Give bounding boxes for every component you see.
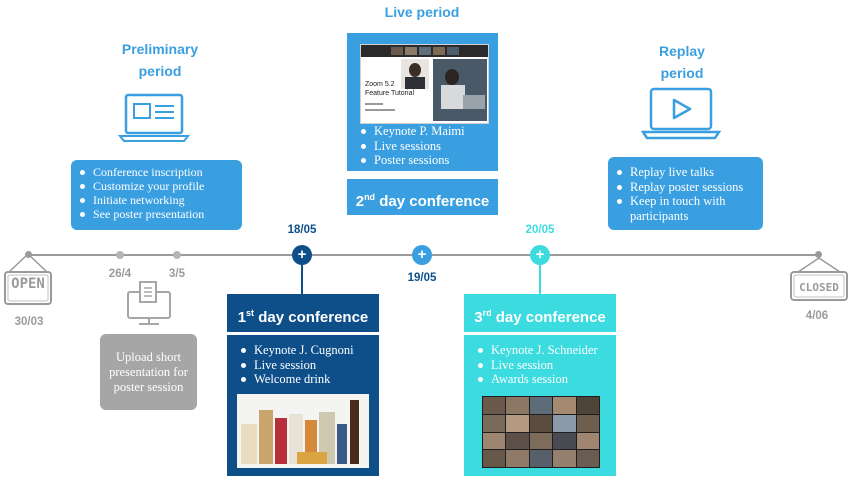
list-item: Live session [469, 358, 614, 373]
day1-rest: day conference [254, 309, 369, 326]
zoom-title-line2: Feature Tutorial [365, 90, 415, 97]
timeline-dot-264 [116, 251, 124, 259]
day3-rest: day conference [491, 309, 606, 326]
date-open: 30/03 [14, 316, 44, 328]
date-18-05: 18/05 [287, 224, 317, 236]
open-sign-icon [3, 252, 53, 308]
day2-title: 2nd day conference [347, 179, 498, 215]
timeline-dot-35 [173, 251, 181, 259]
participant-tile [529, 450, 553, 467]
date-20-05: 20/05 [525, 224, 555, 236]
participant-tile [576, 397, 599, 414]
list-item: Live sessions [352, 139, 497, 154]
day2-num: 2 [355, 193, 365, 210]
participant-tile [553, 432, 576, 450]
list-item: Poster sessions [352, 153, 497, 168]
list-item: Conference inscription [71, 165, 242, 179]
zoom-thumb [419, 47, 431, 55]
upload-computer-icon [124, 280, 174, 326]
day3-num: 3 [474, 309, 483, 326]
live-title: Live period [384, 4, 460, 20]
date-close: 4/06 [805, 310, 829, 322]
day1-list: Keynote J. Cugnoni Live session Welcome … [232, 343, 377, 387]
day3-title: 3rd day conference [464, 294, 616, 332]
zoom-screenshot: Zoom 5.2 Feature Tutorial [360, 44, 489, 124]
node-day2: + [412, 245, 432, 265]
list-item: Keep in touch with participants [608, 194, 763, 223]
day1-sup: st [246, 308, 255, 318]
participant-tile [483, 432, 506, 450]
video-replay-icon [640, 86, 722, 142]
date-26-4: 26/4 [108, 268, 132, 280]
participant-tile [529, 414, 553, 432]
closed-sign-icon [790, 256, 848, 304]
list-item: Replay live talks [608, 165, 763, 180]
closed-sign-text: CLOSED [799, 281, 839, 294]
zoom-title-line1: Zoom 5.2 [365, 81, 395, 88]
participant-tile [506, 432, 529, 450]
participant-tile [506, 397, 529, 414]
list-item: Welcome drink [232, 372, 377, 387]
video-call-photo [482, 396, 600, 468]
zoom-thumb [405, 47, 417, 55]
list-item: Live session [232, 358, 377, 373]
participant-tile [576, 414, 599, 432]
participant-tile [553, 414, 576, 432]
participant-tile [576, 450, 599, 467]
zoom-thumb [391, 47, 403, 55]
participant-tile [506, 414, 529, 432]
welcome-drink-photo [237, 394, 369, 468]
upload-box: Upload short presentation for poster ses… [100, 334, 197, 410]
participant-tile [529, 397, 553, 414]
day3-sup: rd [482, 308, 492, 318]
list-item: Customize your profile [71, 179, 242, 193]
list-item: Initiate networking [71, 193, 242, 207]
participant-tile [483, 414, 506, 432]
zoom-laptop-photo [433, 59, 487, 121]
preliminary-list: Conference inscription Customize your pr… [71, 165, 242, 221]
participant-tile [529, 432, 553, 450]
replay-box: Replay live talks Replay poster sessions… [608, 157, 763, 230]
day2-rest: day conference [375, 193, 490, 210]
participant-tile [553, 397, 576, 414]
date-3-5: 3/5 [169, 268, 185, 280]
list-item: See poster presentation [71, 207, 242, 221]
upload-text: Upload short presentation for poster ses… [109, 349, 188, 394]
replay-list: Replay live talks Replay poster sessions… [608, 165, 763, 223]
participant-tile [483, 450, 506, 467]
day3-list: Keynote J. Schneider Live session Awards… [469, 343, 614, 387]
list-item: Awards session [469, 372, 614, 387]
preliminary-box: Conference inscription Customize your pr… [71, 160, 242, 230]
zoom-presenter [401, 59, 429, 89]
list-item: Keynote P. Maimi [352, 124, 497, 139]
presentation-icon [116, 92, 192, 144]
node-day3: + [530, 245, 550, 265]
list-item: Replay poster sessions [608, 180, 763, 195]
replay-title: Replay period [622, 40, 742, 84]
open-sign-text: OPEN [11, 276, 45, 292]
participant-tile [576, 432, 599, 450]
replay-title-line2: period [660, 65, 704, 81]
date-19-05: 19/05 [407, 272, 437, 284]
timeline-dot-close [815, 251, 822, 258]
day1-stem [301, 265, 303, 295]
replay-title-line1: Replay [659, 43, 705, 59]
participant-tile [506, 450, 529, 467]
participant-tile [553, 450, 576, 467]
preliminary-title: Preliminary period [100, 38, 220, 82]
day2-sup: nd [364, 192, 376, 202]
day3-stem [539, 265, 541, 295]
list-item: Keynote J. Cugnoni [232, 343, 377, 358]
node-day1: + [292, 245, 312, 265]
preliminary-title-line2: period [138, 63, 182, 79]
zoom-thumb [447, 47, 459, 55]
day1-num: 1 [237, 309, 247, 326]
live-list: Keynote P. Maimi Live sessions Poster se… [352, 124, 497, 168]
list-item: Keynote J. Schneider [469, 343, 614, 358]
preliminary-title-line1: Preliminary [121, 41, 199, 57]
participant-tile [483, 397, 506, 414]
day1-title: 1st day conference [227, 294, 379, 332]
zoom-thumb [433, 47, 445, 55]
